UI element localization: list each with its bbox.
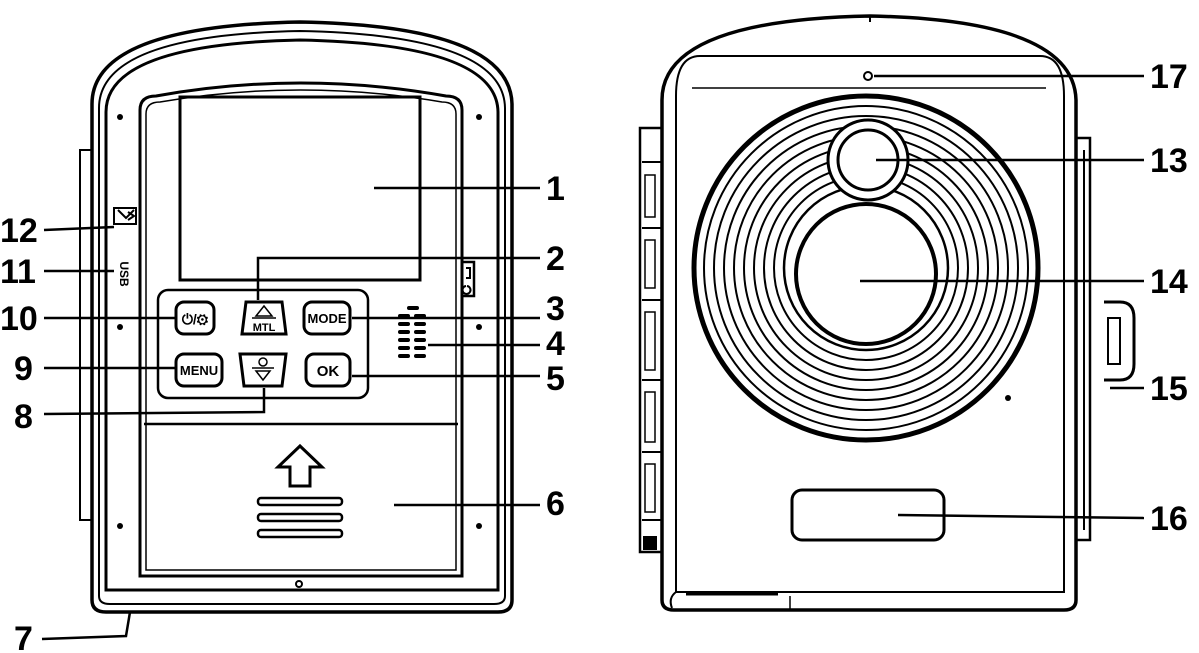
- callout-16: 16: [1150, 500, 1188, 538]
- down-arrow-icon: [252, 367, 274, 382]
- callout-11: 11: [0, 253, 36, 291]
- up-arrow-icon: [274, 443, 326, 488]
- lens-assembly: [691, 93, 1041, 443]
- callout-labels: 1 2 3 4 5 6 7 8 9 10 11 12 13 14 15 16 1…: [0, 58, 1188, 653]
- screw-icon: [476, 324, 482, 330]
- callout-5: 5: [546, 360, 565, 398]
- usb-label: USB: [117, 261, 131, 287]
- callout-10: 10: [0, 300, 38, 338]
- battery-cover[interactable]: [144, 422, 458, 539]
- callout-8: 8: [14, 398, 33, 436]
- callout-6: 6: [546, 485, 565, 523]
- camera-back-view: [638, 14, 1136, 612]
- screw-icon: [117, 523, 123, 529]
- ok-label: OK: [317, 363, 340, 380]
- microphone-hole: [863, 71, 873, 81]
- screw-icon: [117, 324, 123, 330]
- menu-label: MENU: [180, 363, 218, 378]
- camera-icon: [258, 357, 268, 367]
- callout-15: 15: [1150, 370, 1188, 408]
- power-settings-label: ⏻/⚙: [182, 311, 209, 327]
- callout-13: 13: [1150, 142, 1188, 180]
- lens: [794, 202, 938, 346]
- screw-icon: [117, 114, 123, 120]
- strap-slot: [1104, 300, 1136, 382]
- callout-2: 2: [546, 240, 565, 278]
- mtl-label: MTL: [253, 322, 276, 334]
- lock-latch-icon: [462, 260, 476, 298]
- callout-17: 17: [1150, 58, 1188, 96]
- camera-front-view: USB ⏻/⚙ MTL MODE MENU: [79, 20, 514, 614]
- ok-button[interactable]: OK: [304, 352, 352, 388]
- screw-icon: [476, 523, 482, 529]
- mtl-up-button[interactable]: MTL: [240, 300, 288, 336]
- up-arrow-icon: [252, 304, 276, 319]
- mode-label: MODE: [308, 311, 347, 326]
- tv-out-icon: [113, 207, 137, 225]
- power-settings-button[interactable]: ⏻/⚙: [174, 300, 216, 336]
- down-button[interactable]: [238, 352, 288, 388]
- callout-14: 14: [1150, 263, 1188, 301]
- leader-lines: [41, 74, 1145, 641]
- screw-icon: [295, 580, 303, 588]
- callout-9: 9: [14, 350, 33, 388]
- mode-button[interactable]: MODE: [302, 300, 352, 336]
- callout-12: 12: [0, 212, 38, 250]
- screw-icon: [476, 114, 482, 120]
- callout-3: 3: [546, 290, 565, 328]
- callout-4: 4: [546, 325, 565, 363]
- indicator-dot: [1005, 395, 1011, 401]
- callout-7: 7: [14, 620, 33, 653]
- speaker-grille: [398, 306, 426, 358]
- menu-button[interactable]: MENU: [174, 352, 224, 388]
- callout-1: 1: [546, 170, 565, 208]
